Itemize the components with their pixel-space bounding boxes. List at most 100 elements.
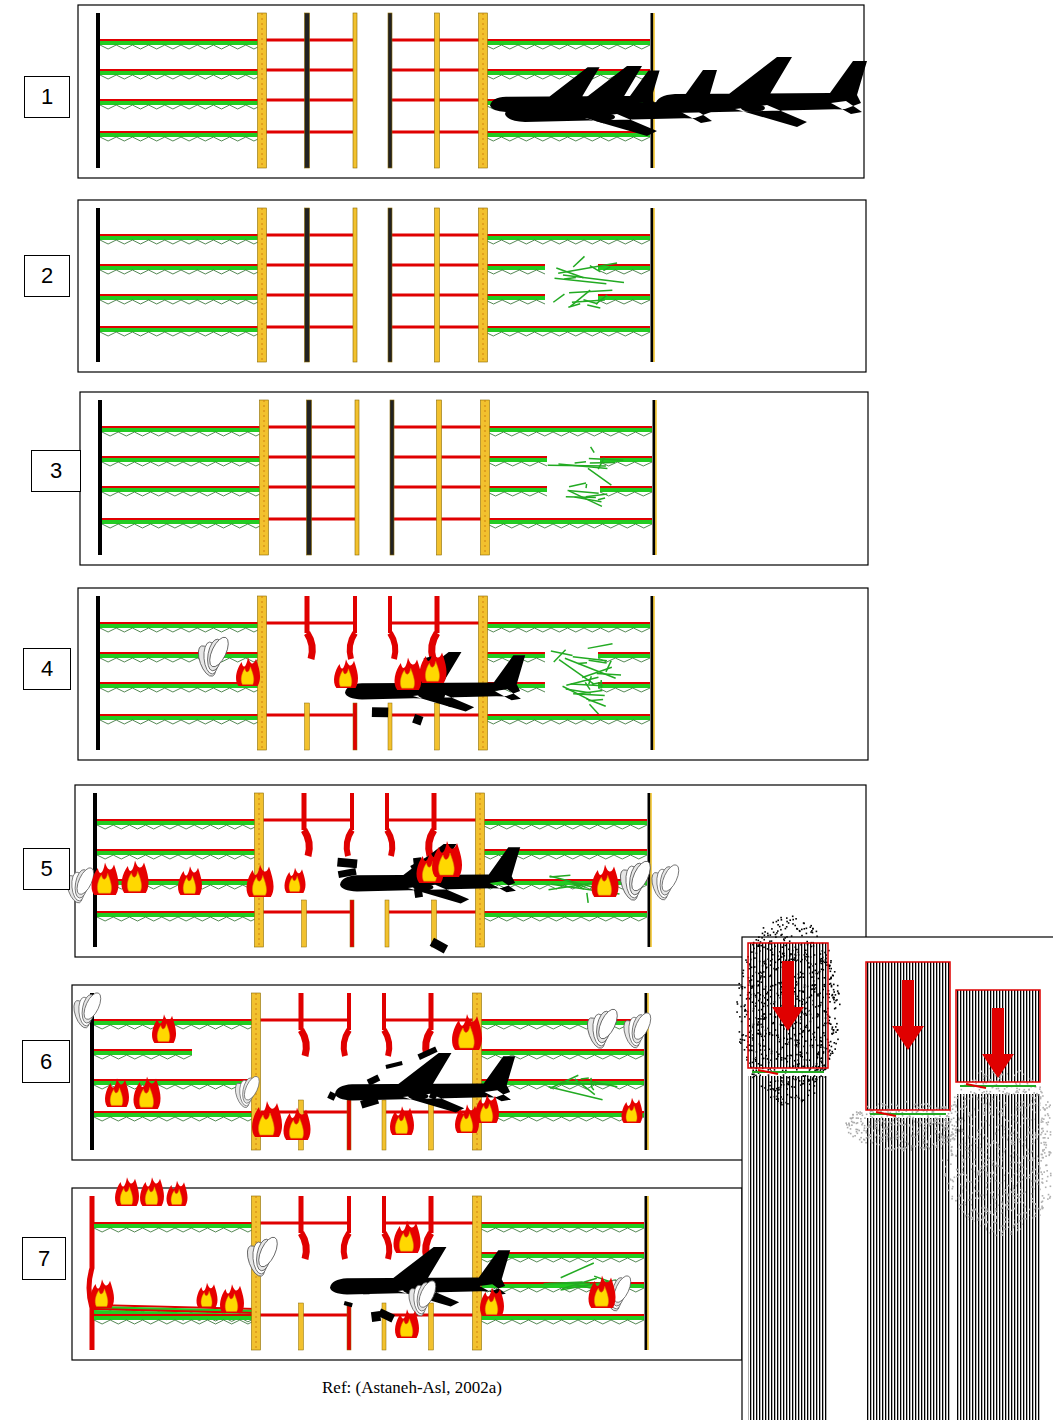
dust-particle	[801, 1036, 803, 1038]
dust-particle	[819, 993, 821, 995]
dust-particle	[830, 968, 832, 970]
dust-particle	[777, 1056, 779, 1058]
dust-particle	[767, 999, 769, 1001]
core-beam	[259, 819, 304, 822]
dust-particle	[886, 1138, 888, 1140]
dust-particle	[773, 1003, 775, 1005]
damaged-column	[353, 596, 357, 633]
airplane-engine	[408, 1093, 428, 1100]
slab-debris	[552, 650, 567, 662]
dust-particle	[818, 1005, 820, 1007]
dust-particle	[814, 1085, 816, 1087]
dust-particle	[812, 932, 814, 934]
airplane-body	[490, 67, 660, 123]
core-beam	[437, 294, 483, 297]
dust-particle	[782, 946, 784, 948]
dust-particle	[784, 937, 786, 939]
dust-particle	[808, 962, 810, 964]
dust-particle	[795, 918, 797, 920]
dust-particle	[907, 1134, 909, 1136]
core-column	[260, 400, 269, 555]
floor-beam	[485, 264, 545, 266]
dust-particle	[869, 1121, 871, 1123]
dust-particle	[752, 1027, 754, 1029]
dust-particle	[834, 1018, 836, 1020]
dust-particle	[859, 1139, 861, 1141]
dust-particle	[781, 934, 783, 936]
dust-particle	[789, 955, 791, 957]
dust-particle	[783, 1084, 785, 1086]
dust-particle	[744, 1049, 746, 1051]
dust-particle	[790, 953, 792, 955]
dust-particle	[762, 1015, 764, 1017]
dust-particle	[802, 973, 804, 975]
dust-particle	[786, 921, 788, 923]
flame-inner	[97, 873, 111, 893]
dust-particle	[777, 1090, 779, 1092]
dust-particle	[802, 1031, 804, 1033]
dust-particle	[846, 1124, 848, 1126]
dust-particle	[774, 1096, 776, 1098]
dust-particle	[926, 1146, 928, 1148]
dust-particle	[794, 1023, 796, 1025]
dust-particle	[769, 1048, 771, 1050]
dust-particle	[929, 1119, 931, 1121]
dust-particle	[814, 954, 816, 956]
fire	[475, 1094, 499, 1123]
dust-particle	[884, 1120, 886, 1122]
flame-inner	[395, 1116, 408, 1134]
floor-truss	[100, 720, 262, 724]
dust-particle	[773, 1089, 775, 1091]
dust-particle	[790, 954, 792, 956]
floor-slab	[479, 1224, 644, 1228]
dust-particle	[797, 959, 799, 961]
smoke	[233, 1074, 263, 1109]
dust-particle	[818, 978, 820, 980]
dust-particle	[860, 1137, 862, 1139]
dust-particle	[767, 1028, 769, 1030]
core-beam	[307, 234, 355, 237]
dust-particle	[781, 1057, 783, 1059]
floor-slab	[598, 654, 650, 658]
dust-particle	[879, 1135, 881, 1137]
exterior-column	[651, 208, 654, 362]
dust-particle	[789, 1096, 791, 1098]
dust-particle	[763, 971, 765, 973]
dust-particle	[896, 1134, 898, 1136]
dust-particle	[753, 1008, 755, 1010]
dust-particle	[907, 1141, 909, 1143]
dust-particle	[782, 1070, 784, 1072]
dust-particle	[816, 1058, 818, 1060]
core-beam	[309, 518, 357, 521]
core-beam	[431, 1222, 477, 1225]
dust-particle	[752, 986, 754, 988]
dust-particle	[813, 985, 815, 987]
dust-particle	[813, 976, 815, 978]
dust-particle	[803, 1083, 805, 1085]
dust-particle	[833, 999, 835, 1001]
core-beam	[262, 39, 307, 42]
dust-particle	[809, 973, 811, 975]
dust-particle	[755, 995, 757, 997]
wreckage	[372, 707, 388, 717]
dust-particle	[795, 960, 797, 962]
dust-particle	[785, 945, 787, 947]
dust-particle	[749, 1025, 751, 1027]
dust-particle	[788, 1033, 790, 1035]
slab-debris	[584, 893, 591, 903]
dust-particle	[806, 1059, 808, 1061]
fire	[285, 868, 306, 893]
floor-truss	[487, 492, 547, 496]
dust-particle	[835, 1031, 837, 1033]
dust-particle	[770, 996, 772, 998]
dust-particle	[778, 1089, 780, 1091]
dust-particle	[745, 959, 747, 961]
dust-particle	[938, 1118, 940, 1120]
dust-particle	[817, 1013, 819, 1015]
dust-particle	[947, 1127, 949, 1129]
dust-particle	[782, 1077, 784, 1079]
dust-particle	[803, 991, 805, 993]
floor-truss	[479, 1320, 644, 1324]
dust-particle	[807, 956, 809, 958]
core-beam	[262, 264, 307, 267]
